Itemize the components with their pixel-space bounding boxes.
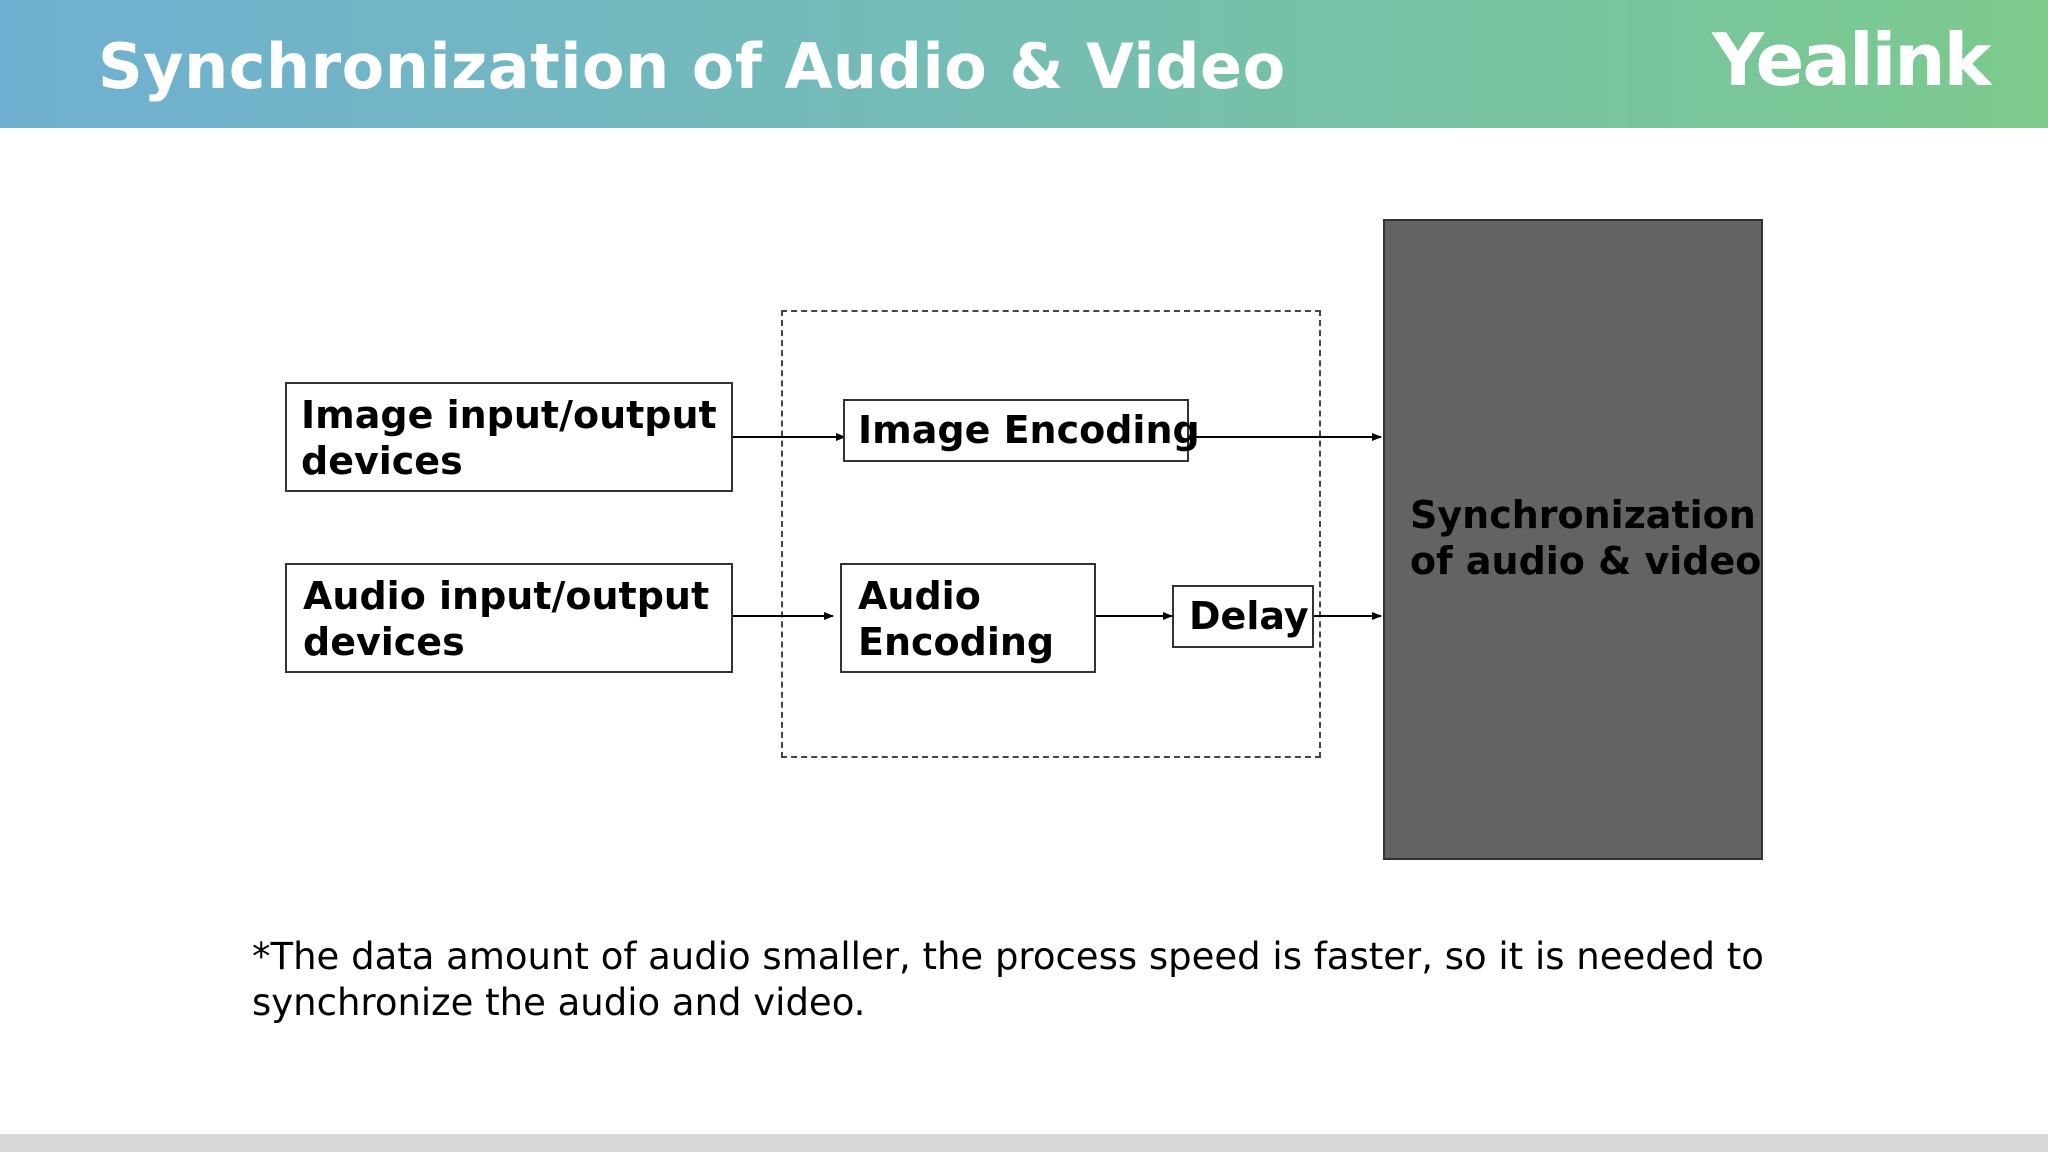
- sync-audio-video-box: [1383, 219, 1763, 860]
- audio-encoding-box: Audio Encoding: [840, 563, 1096, 673]
- image-encoding-label: Image Encoding: [858, 408, 1200, 452]
- delay-label: Delay: [1189, 594, 1309, 638]
- header-banner: Synchronization of Audio & Video Yealink: [0, 0, 2048, 128]
- sync-label-line2: of audio & video: [1410, 539, 1762, 583]
- processing-group-dashed-frame: [781, 310, 1321, 758]
- yealink-logo: Yealink: [1712, 18, 1991, 102]
- audio-io-devices-box: Audio input/output devices: [285, 563, 733, 673]
- image-encoding-box: Image Encoding: [843, 399, 1200, 462]
- image-io-label-line1: Image input/output: [301, 393, 717, 437]
- footnote-line2: synchronize the audio and video.: [252, 981, 866, 1024]
- sync-label-line1: Synchronization: [1410, 493, 1756, 537]
- audio-io-label-line2: devices: [303, 620, 465, 664]
- footnote-line1: *The data amount of audio smaller, the p…: [252, 935, 1764, 978]
- audio-encoding-label-line2: Encoding: [858, 620, 1055, 664]
- image-io-label-line2: devices: [301, 439, 463, 483]
- bottom-bar: [0, 1134, 2048, 1152]
- image-io-devices-box: Image input/output devices: [285, 382, 733, 492]
- footnote: *The data amount of audio smaller, the p…: [252, 934, 1764, 1026]
- sync-audio-video-label: Synchronization of audio & video: [1410, 492, 1761, 584]
- slide-title: Synchronization of Audio & Video: [98, 30, 1286, 103]
- audio-encoding-label-line1: Audio: [858, 574, 981, 618]
- delay-box: Delay: [1172, 585, 1314, 648]
- audio-io-label-line1: Audio input/output: [303, 574, 710, 618]
